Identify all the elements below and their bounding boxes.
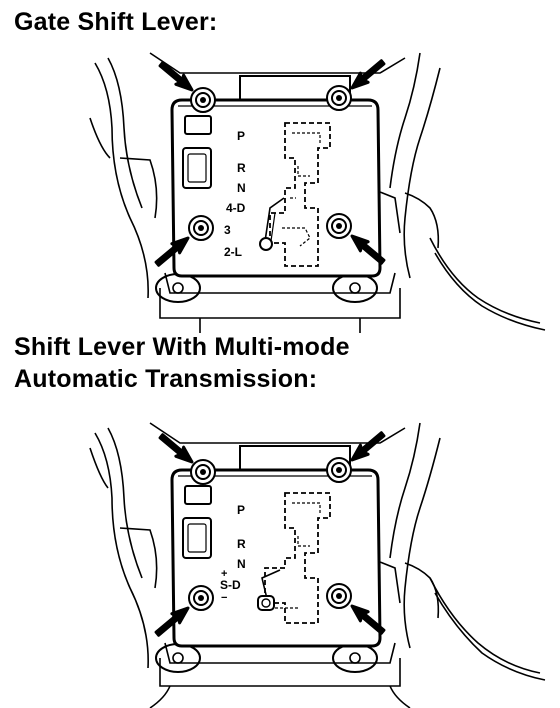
arrow-top-left-icon: [156, 58, 198, 97]
bolt-top-right: [326, 85, 352, 111]
multi-mode-title-line-1: Shift Lever With Multi-mode: [14, 333, 350, 361]
bolt-bottom-left: [188, 585, 214, 611]
arrow-top-right-icon: [346, 56, 388, 95]
shift-lever: [257, 569, 300, 611]
bolt-top-left: [190, 87, 216, 113]
gate-shift-lever-diagram: P R N 4-D 3 2-L: [89, 52, 546, 333]
mode-minus-label: −: [221, 592, 227, 604]
gate-shift-lever-title: Gate Shift Lever:: [14, 8, 218, 36]
position-label-r: R: [237, 161, 246, 175]
position-label-4d: 4-D: [226, 201, 246, 215]
multi-mode-shift-lever-title: Shift Lever With Multi-mode Automatic Tr…: [14, 331, 350, 395]
gate-slot: [269, 122, 331, 267]
arrow-top-left-icon: [156, 430, 198, 469]
arrow-top-right-icon: [346, 428, 388, 467]
position-label-sd: S-D: [220, 578, 241, 592]
shift-panel: P R N + S-D −: [170, 468, 382, 648]
bolt-top-right: [326, 457, 352, 483]
bolt-bottom-left: [188, 215, 214, 241]
position-label-3: 3: [224, 223, 231, 237]
multi-mode-title-line-2: Automatic Transmission:: [14, 365, 318, 393]
position-label-p: P: [237, 129, 245, 143]
bolt-bottom-right: [326, 213, 352, 239]
mode-plus-label: +: [221, 568, 227, 580]
shift-lever: [259, 197, 311, 251]
bolt-top-left: [190, 459, 216, 485]
multi-mode-shift-lever-diagram: P R N + S-D −: [89, 422, 546, 708]
position-label-n: N: [237, 557, 246, 571]
shift-panel: P R N 4-D 3 2-L: [170, 98, 382, 278]
position-label-2l: 2-L: [224, 245, 242, 259]
bolt-bottom-right: [326, 583, 352, 609]
position-label-r: R: [237, 537, 246, 551]
gate-slot: [264, 492, 331, 624]
position-label-p: P: [237, 503, 245, 517]
position-label-n: N: [237, 181, 246, 195]
